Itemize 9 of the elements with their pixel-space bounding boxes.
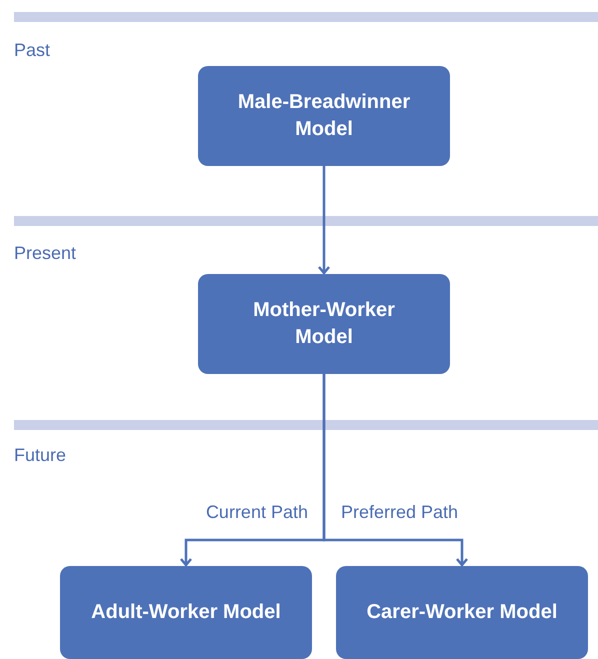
arrow — [322, 374, 468, 566]
period-label: Past — [14, 40, 50, 61]
model-box: Male-Breadwinner Model — [198, 66, 450, 166]
arrow — [318, 166, 330, 274]
model-box: Carer-Worker Model — [336, 566, 588, 659]
model-box: Adult-Worker Model — [60, 566, 312, 659]
period-label: Future — [14, 445, 66, 466]
period-label: Present — [14, 243, 76, 264]
model-box: Mother-Worker Model — [198, 274, 450, 374]
